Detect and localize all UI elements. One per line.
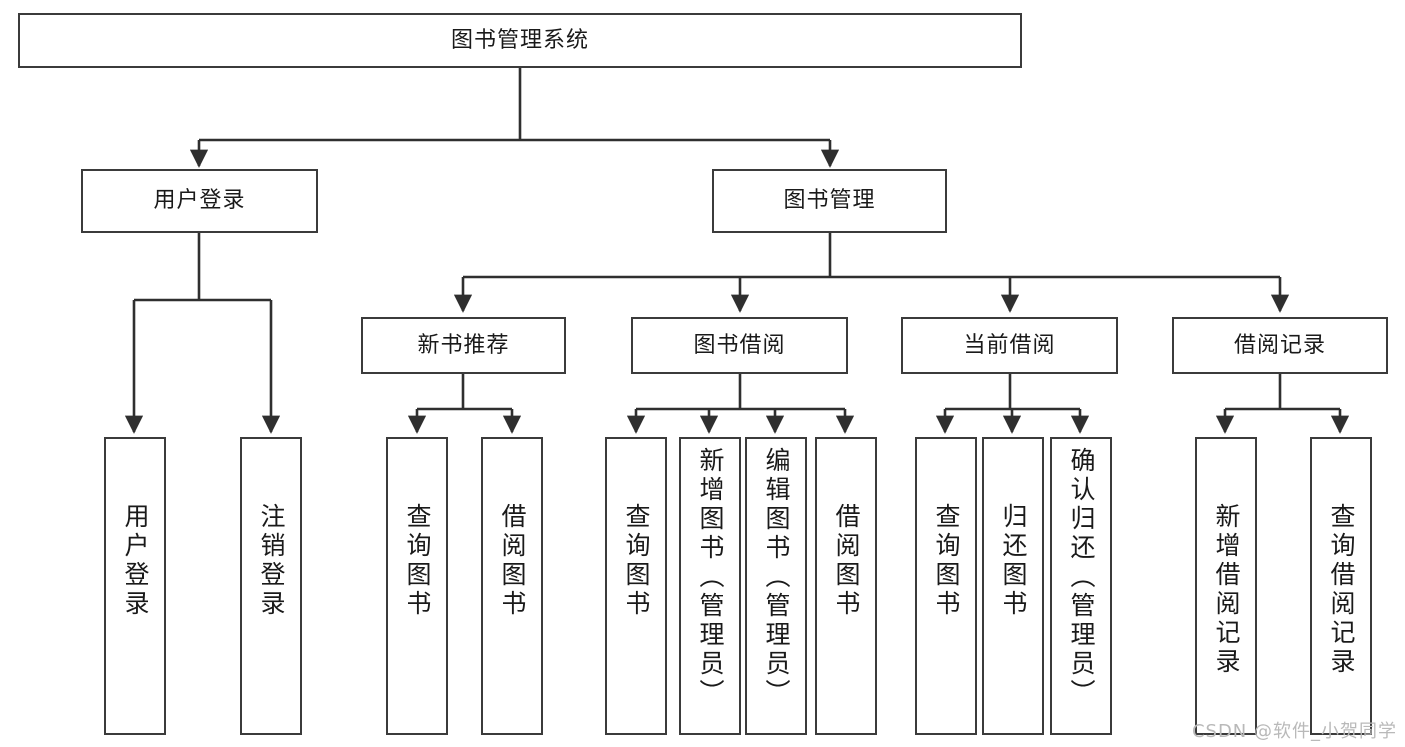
node-label: 新增借阅记录 [1212,503,1241,677]
node-label: 新书推荐 [417,332,510,358]
node-label: 借阅记录 [1233,332,1326,358]
node-borrow-record[interactable]: 借阅记录 [1172,317,1388,374]
node-label: 图书借阅 [693,332,786,358]
leaf-current-borrow-return[interactable]: 归还图书 [982,437,1044,735]
node-label: 图书管理 [783,188,876,213]
node-label: 用户登录 [121,503,150,619]
node-current-borrow[interactable]: 当前借阅 [901,317,1118,374]
leaf-book-borrow-edit[interactable]: 编辑图书（管理员） [745,437,807,735]
node-label: 编辑图书（管理员） [762,447,791,708]
node-new-book-recommend[interactable]: 新书推荐 [361,317,566,374]
node-label: 查询图书 [932,503,961,619]
node-label: 查询借阅记录 [1327,503,1356,677]
leaf-current-borrow-confirm-return[interactable]: 确认归还（管理员） [1050,437,1112,735]
node-label: 新增图书（管理员） [696,447,725,708]
watermark-text: CSDN @软件_小贺同学 [1191,721,1397,742]
node-label: 借阅图书 [832,503,861,619]
node-book-management[interactable]: 图书管理 [712,169,947,233]
node-label: 图书管理系统 [450,27,589,53]
leaf-current-borrow-query[interactable]: 查询图书 [915,437,977,735]
node-label: 当前借阅 [963,332,1056,358]
leaf-new-book-borrow[interactable]: 借阅图书 [481,437,543,735]
leaf-new-book-query[interactable]: 查询图书 [386,437,448,735]
node-user-login[interactable]: 用户登录 [81,169,318,233]
node-label: 用户登录 [153,188,246,213]
node-label: 注销登录 [257,503,286,619]
leaf-book-borrow-query[interactable]: 查询图书 [605,437,667,735]
node-book-borrow[interactable]: 图书借阅 [631,317,848,374]
node-root-system[interactable]: 图书管理系统 [18,13,1022,68]
node-label: 借阅图书 [498,503,527,619]
node-label: 归还图书 [999,503,1028,619]
leaf-user-login-signin[interactable]: 用户登录 [104,437,166,735]
leaf-borrow-record-add[interactable]: 新增借阅记录 [1195,437,1257,735]
leaf-book-borrow-lend[interactable]: 借阅图书 [815,437,877,735]
node-label: 确认归还（管理员） [1067,447,1096,708]
node-label: 查询图书 [622,503,651,619]
leaf-book-borrow-add[interactable]: 新增图书（管理员） [679,437,741,735]
node-label: 查询图书 [403,503,432,619]
leaf-user-login-signout[interactable]: 注销登录 [240,437,302,735]
leaf-borrow-record-query[interactable]: 查询借阅记录 [1310,437,1372,735]
